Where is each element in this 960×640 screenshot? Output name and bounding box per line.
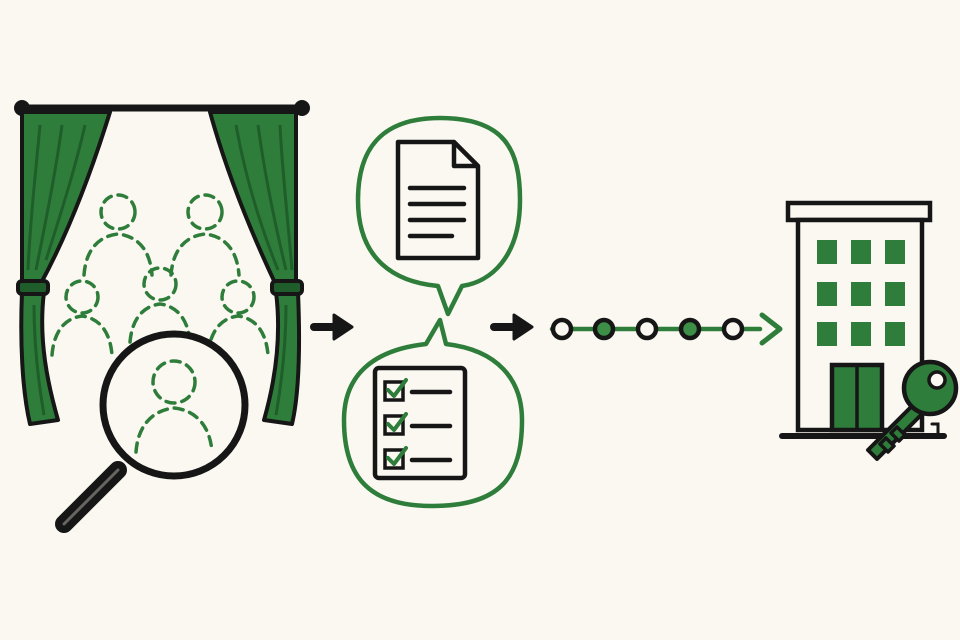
checkbox-checked-icon (383, 412, 408, 436)
person-outline-icon (169, 193, 241, 277)
left-curtain-icon (16, 110, 112, 426)
magnifier-icon (55, 330, 249, 533)
office-building-icon (779, 200, 947, 439)
timeline-dot (721, 317, 745, 341)
process-steps-stage (549, 312, 783, 346)
right-curtain-icon (208, 110, 304, 426)
checklist-icon (372, 365, 468, 481)
key-icon (866, 359, 959, 461)
arrow-right-icon (759, 312, 783, 346)
arrow-right-icon (310, 313, 354, 341)
person-outline-icon (50, 279, 114, 357)
speech-bubble-bottom (341, 317, 525, 509)
timeline-dot (592, 317, 616, 341)
building-windows (817, 240, 905, 346)
checkbox-checked-icon (383, 378, 408, 402)
person-outline-icon (82, 193, 154, 277)
documents-and-checklist-stage (341, 115, 525, 509)
arrow-right-icon (490, 313, 534, 341)
timeline-dot (550, 317, 574, 341)
person-outline-icon (134, 359, 214, 454)
person-outline-icon (206, 279, 270, 357)
building-door-icon (829, 362, 885, 433)
timeline-dot (678, 317, 702, 341)
candidate-search-stage (14, 100, 310, 533)
person-outline-icon (128, 266, 192, 344)
checkbox-checked-icon (383, 446, 408, 470)
building-access-stage (779, 200, 959, 461)
document-icon (395, 139, 481, 261)
timeline-dot (635, 317, 659, 341)
speech-bubble-top (355, 115, 523, 317)
